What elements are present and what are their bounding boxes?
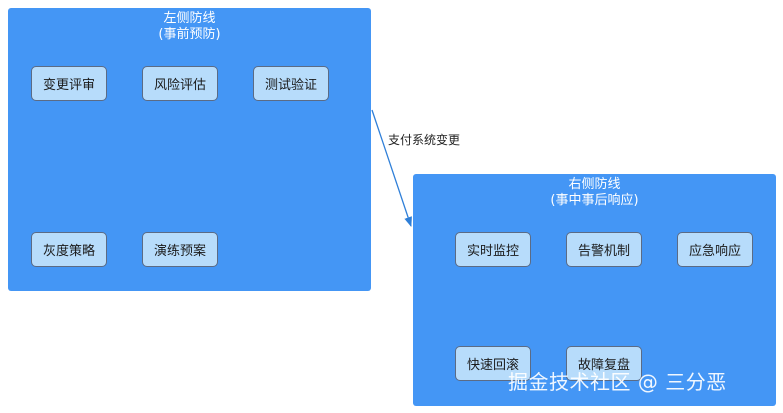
node-realtime-monitoring[interactable]: 实时监控	[455, 232, 531, 267]
watermark: 掘金技术社区 @ 三分恶	[508, 370, 727, 394]
node-test-verification[interactable]: 测试验证	[253, 66, 329, 101]
left-group-subtitle: (事前预防)	[158, 27, 221, 42]
node-gray-release-strategy[interactable]: 灰度策略	[31, 232, 107, 267]
node-emergency-response[interactable]: 应急响应	[677, 232, 753, 267]
node-drill-plan[interactable]: 演练预案	[142, 232, 218, 267]
edge-arrow	[371, 109, 412, 227]
node-quick-rollback[interactable]: 快速回滚	[455, 346, 531, 381]
right-group-subtitle: (事中事后响应)	[550, 193, 639, 208]
node-change-review[interactable]: 变更评审	[31, 66, 107, 101]
left-group-title: 左侧防线	[163, 11, 216, 26]
node-alert-mechanism[interactable]: 告警机制	[566, 232, 642, 267]
edge-label: 支付系统变更	[388, 133, 461, 147]
right-group-title: 右侧防线	[568, 177, 621, 192]
node-incident-review[interactable]: 故障复盘	[566, 346, 642, 381]
node-risk-assessment[interactable]: 风险评估	[142, 66, 218, 101]
